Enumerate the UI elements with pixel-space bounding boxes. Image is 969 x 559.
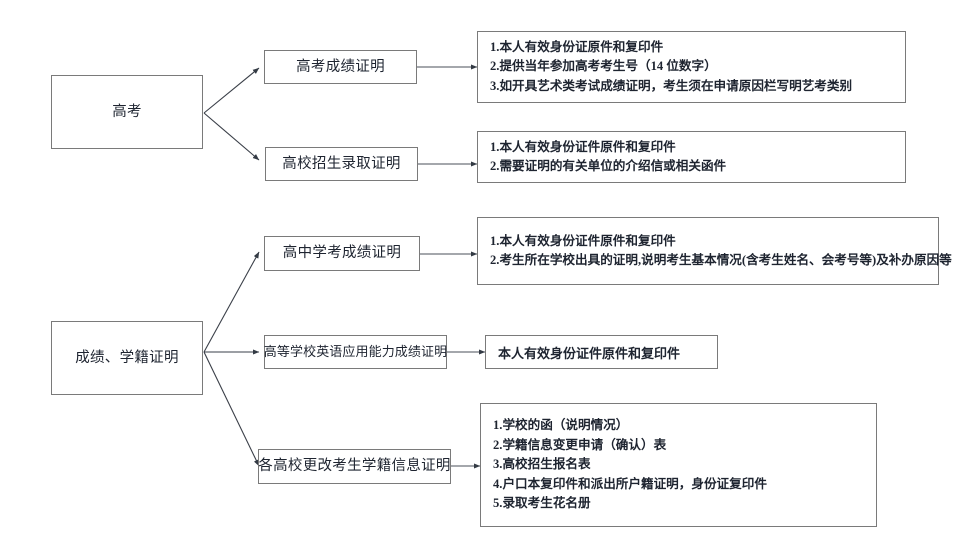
- requirement-line: 2.提供当年参加高考考生号（14 位数字）: [490, 59, 717, 74]
- branch-node-admission-label: 高校招生录取证明: [282, 155, 401, 172]
- connector-gaokao-to-admission: [203, 112, 260, 161]
- requirements-box-gaokao-score: 1.本人有效身份证原件和复印件 2.提供当年参加高考考生号（14 位数字） 3.…: [477, 31, 906, 103]
- branch-node-gaokao-score-label: 高考成绩证明: [296, 58, 385, 75]
- requirements-box-highschool-exam: 1.本人有效身份证件原件和复印件 2.考生所在学校出具的证明,说明考生基本情况(…: [477, 217, 952, 285]
- branch-node-college-english[interactable]: 高等学校英语应用能力成绩证明: [264, 335, 447, 369]
- branch-node-student-status-change-label: 各高校更改考生学籍信息证明: [258, 458, 451, 475]
- requirement-line: 4.户口本复印件和派出所户籍证明，身份证复印件: [493, 476, 767, 491]
- requirement-line: 2.考生所在学校出具的证明,说明考生基本情况(含考生姓名、会考号等)及补办原因等: [490, 253, 952, 267]
- source-node-score-status-label: 成绩、学籍证明: [75, 349, 179, 366]
- connector-status-to-highschool: [203, 251, 260, 353]
- branch-node-student-status-change[interactable]: 各高校更改考生学籍信息证明: [258, 449, 451, 484]
- requirement-line: 1.本人有效身份证件原件和复印件: [490, 139, 676, 154]
- branch-node-highschool-exam[interactable]: 高中学考成绩证明: [264, 236, 420, 271]
- requirement-line: 1.本人有效身份证原件和复印件: [490, 39, 664, 54]
- source-node-gaokao[interactable]: 高考: [51, 75, 203, 149]
- source-node-gaokao-label: 高考: [112, 103, 142, 120]
- requirement-line: 2.需要证明的有关单位的介绍信或相关函件: [490, 159, 727, 173]
- requirement-line: 1.学校的函（说明情况）: [493, 418, 629, 433]
- connector-status-to-change: [203, 351, 260, 467]
- branch-node-college-english-label: 高等学校英语应用能力成绩证明: [263, 343, 448, 359]
- requirements-box-admission: 1.本人有效身份证件原件和复印件 2.需要证明的有关单位的介绍信或相关函件: [477, 131, 906, 183]
- branch-node-admission[interactable]: 高校招生录取证明: [265, 147, 418, 181]
- requirement-line: 5.录取考生花名册: [493, 496, 591, 511]
- branch-node-highschool-exam-label: 高中学考成绩证明: [282, 245, 402, 262]
- source-node-score-status[interactable]: 成绩、学籍证明: [51, 321, 203, 395]
- requirement-line: 本人有效身份证件原件和复印件: [498, 345, 681, 361]
- requirement-line: 3.如开具艺术类考试成绩证明，考生须在申请原因栏写明艺考类别: [490, 78, 853, 93]
- branch-node-gaokao-score[interactable]: 高考成绩证明: [264, 50, 417, 84]
- requirements-box-college-english: 本人有效身份证件原件和复印件: [485, 335, 718, 369]
- requirement-line: 2.学籍信息变更申请（确认）表: [493, 437, 667, 452]
- connector-gaokao-to-score: [203, 67, 260, 114]
- requirements-box-student-status-change: 1.学校的函（说明情况） 2.学籍信息变更申请（确认）表 3.高校招生报名表 4…: [480, 403, 877, 527]
- requirement-line: 3.高校招生报名表: [493, 457, 591, 472]
- requirement-line: 1.本人有效身份证件原件和复印件: [490, 233, 676, 248]
